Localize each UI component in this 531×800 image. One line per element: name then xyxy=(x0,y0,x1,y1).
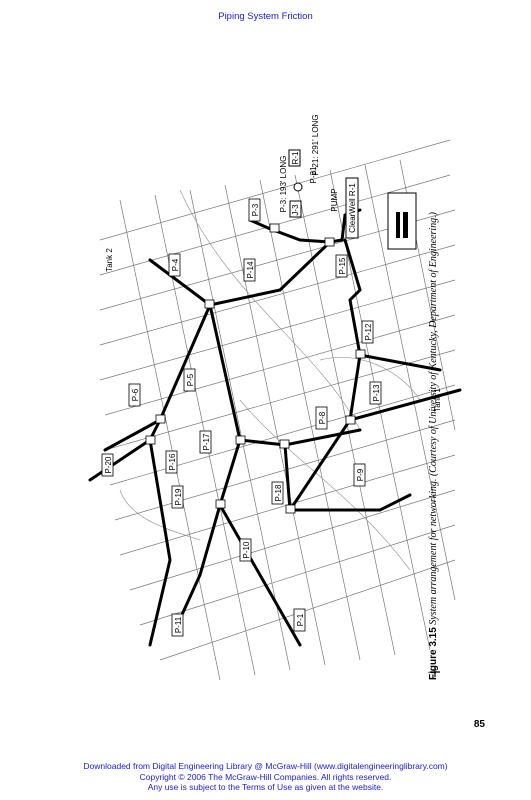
north-arrow xyxy=(430,667,440,677)
pipe-labels: P-1 P-3 P-4 P-5 P-6 P-8 P-9 P-10 P-11 P-… xyxy=(101,114,442,637)
junction-nodes xyxy=(145,223,366,514)
pump-callout: P-21 P-3: 193' LONG P-21: 291' LONG PUMP… xyxy=(279,114,359,239)
tank-2-label: Tank 2 xyxy=(105,248,114,272)
pipe-label: P-10 xyxy=(242,541,251,558)
page-number: 85 xyxy=(473,719,485,730)
pipe-label: P-9 xyxy=(356,468,365,481)
pipe-label: P-19 xyxy=(174,488,183,505)
footer-copyright-line: Copyright © 2006 The McGraw-Hill Compani… xyxy=(139,771,392,782)
pipe-label: P-11 xyxy=(174,616,183,633)
figure-number: Figure 3.15 xyxy=(428,627,439,680)
pipe-label: P-17 xyxy=(202,433,211,450)
footer-download-line: Downloaded from Digital Engineering Libr… xyxy=(83,761,448,771)
p21-length-callout: P-21: 291' LONG xyxy=(311,114,320,175)
figure-caption-text: System arrangement for networking. (Cour… xyxy=(428,211,439,625)
pipe-label: P-15 xyxy=(338,257,347,274)
clearwell-label: ClearWell R-1 xyxy=(348,183,357,233)
pipe-label: P-6 xyxy=(131,388,140,401)
pipe-label: P-16 xyxy=(168,453,177,470)
p3-length-callout: P-3: 193' LONG xyxy=(279,156,288,213)
pipe-label: P-13 xyxy=(372,384,381,401)
pipe-network xyxy=(88,208,462,647)
pipe-label: P-8 xyxy=(318,411,327,424)
tank-1-label: Tank 1 xyxy=(433,388,442,412)
pipe-label: P-3 xyxy=(251,203,260,216)
figure-caption: Figure 3.15 System arrangement for netwo… xyxy=(428,120,478,680)
pipe-label: P-14 xyxy=(246,261,255,278)
running-head: Piping System Friction xyxy=(218,11,313,22)
footer: Downloaded from Digital Engineering Libr… xyxy=(0,761,531,793)
pipe-label: P-18 xyxy=(274,484,283,501)
street-grid xyxy=(99,139,456,681)
pipe-label: P-21 xyxy=(309,166,318,183)
junction-label: J-3 xyxy=(291,204,300,216)
pipe-label: P-4 xyxy=(171,258,180,271)
pipe-label: P-5 xyxy=(186,373,195,386)
footer-terms-line: Any use is subject to the Terms of Use a… xyxy=(147,782,384,792)
pipe-label: P-20 xyxy=(104,456,113,473)
pump-label: PUMP xyxy=(330,188,339,211)
legend xyxy=(387,192,417,250)
pipe-label: P-12 xyxy=(364,323,373,340)
network-map: P-1 P-3 P-4 P-5 P-6 P-8 P-9 P-10 P-11 P-… xyxy=(88,114,462,681)
pipe-label: P-1 xyxy=(296,613,305,626)
network-map-figure: P-1 P-3 P-4 P-5 P-6 P-8 P-9 P-10 P-11 P-… xyxy=(60,100,480,685)
reservoir-label: R-1 xyxy=(291,151,300,164)
